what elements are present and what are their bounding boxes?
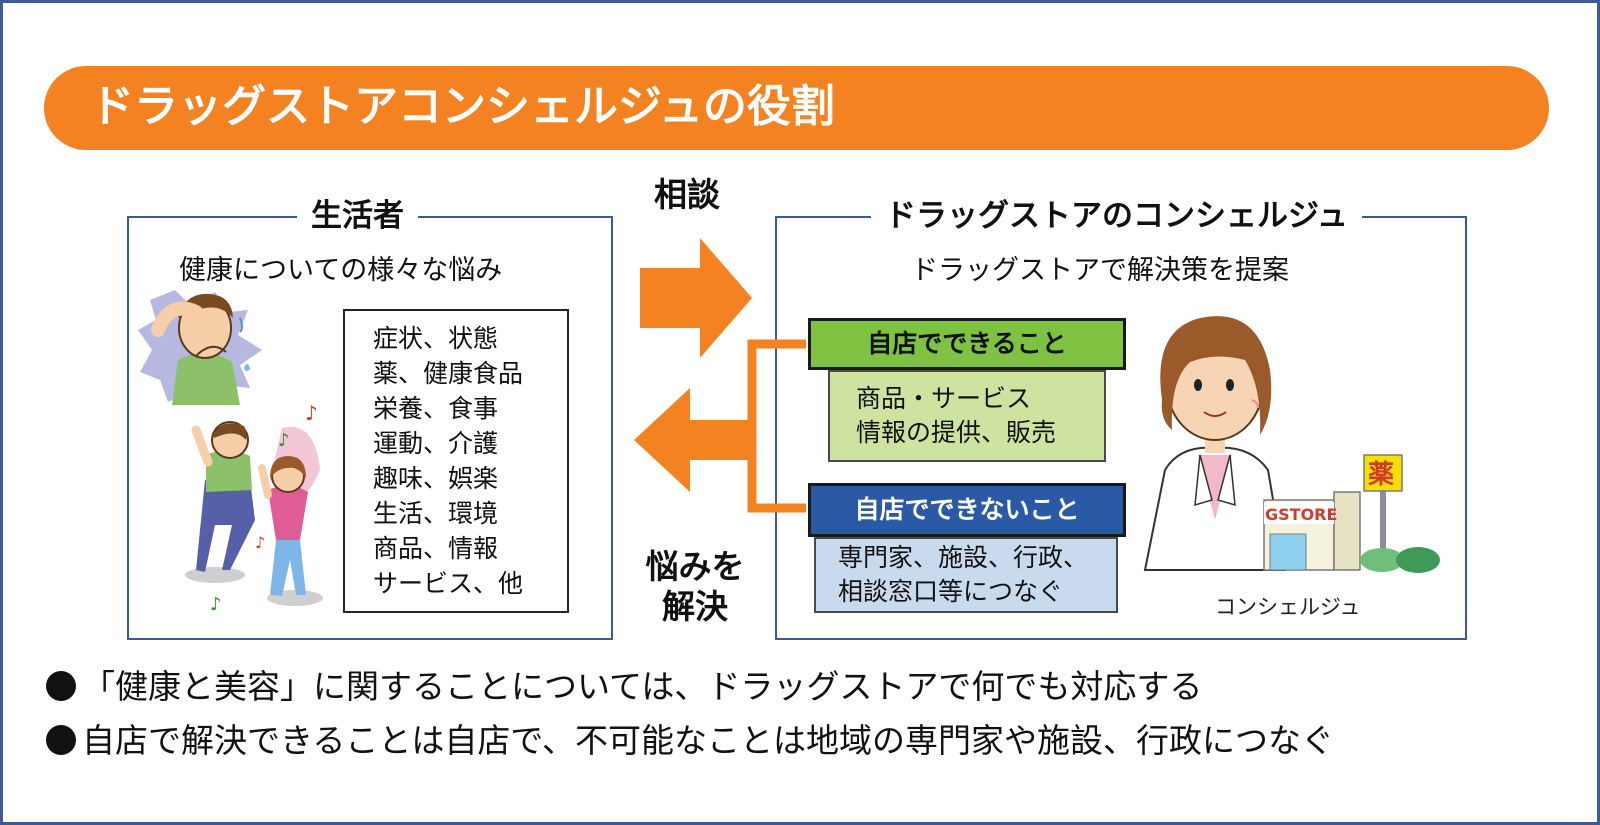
consult-arrow	[640, 238, 752, 358]
concern-item: 商品、情報	[373, 534, 499, 563]
svg-text:♪: ♪	[210, 594, 222, 615]
cannot-do-item: 専門家、施設、行政、	[838, 543, 1089, 572]
consumer-panel-subtitle: 健康についての様々な悩み	[179, 255, 503, 286]
happy-couple-illustration: ♪ ♪ ♪ ♪	[185, 401, 323, 615]
summary-bullet-text: 「健康と美容」に関することについては、ドラッグストアで何でも対応する	[82, 667, 1203, 706]
concern-item: サービス、他	[373, 569, 524, 598]
store-name-sign: GSTORE	[1265, 505, 1337, 524]
can-do-item: 情報の提供、販売	[856, 418, 1057, 447]
summary-bullet-text: 自店で解決できることは自店で、不可能なことは地域の専門家や施設、行政につなぐ	[82, 721, 1335, 760]
concierge-illustration	[1143, 316, 1287, 571]
concern-item: 栄養、食事	[373, 394, 499, 423]
cannot-do-body: 専門家、施設、行政、 相談窓口等につなぐ	[814, 537, 1118, 613]
consult-label: 相談	[654, 175, 720, 214]
summary-bullet: 自店で解決できることは自店で、不可能なことは地域の専門家や施設、行政につなぐ	[46, 714, 1334, 768]
concierge-panel-subtitle: ドラッグストアで解決策を提案	[911, 255, 1289, 286]
concerns-list: 症状、状態 薬、健康食品 栄養、食事 運動、介護 趣味、娯楽 生活、環境 商品、…	[345, 311, 567, 601]
svg-text:♪: ♪	[255, 533, 265, 552]
store-sign: 薬	[1368, 460, 1394, 490]
concierge-panel-title: ドラッグストアのコンシェルジュ	[871, 196, 1362, 236]
can-do-header: 自店でできること	[808, 318, 1126, 370]
cannot-do-header: 自店でできないこと	[808, 483, 1126, 537]
concern-item: 生活、環境	[373, 499, 499, 528]
concern-item: 運動、介護	[373, 429, 499, 458]
summary-bullet: 「健康と美容」に関することについては、ドラッグストアで何でも対応する	[46, 660, 1334, 714]
solve-arrow	[634, 388, 752, 492]
svg-text:♪: ♪	[278, 430, 290, 451]
concern-item: 趣味、娯楽	[373, 464, 499, 493]
title-banner	[44, 66, 1549, 150]
svg-text:♪: ♪	[305, 401, 318, 425]
solve-label: 悩みを解決	[645, 547, 745, 626]
worried-person-illustration	[138, 290, 262, 405]
page-title: ドラッグストアコンシェルジュの役割	[90, 81, 835, 132]
drugstore-illustration: GSTORE 薬	[1263, 454, 1440, 573]
concern-item: 薬、健康食品	[373, 359, 524, 388]
consumer-panel-title: 生活者	[297, 196, 418, 236]
bullet-dot-icon	[46, 725, 76, 755]
concerns-box: 症状、状態 薬、健康食品 栄養、食事 運動、介護 趣味、娯楽 生活、環境 商品、…	[343, 309, 569, 613]
cannot-do-item: 相談窓口等につなぐ	[838, 577, 1064, 606]
can-do-body: 商品・サービス 情報の提供、販売	[828, 370, 1106, 462]
bracket-connector	[747, 339, 806, 513]
concern-item: 症状、状態	[373, 324, 499, 353]
summary-bullets: 「健康と美容」に関することについては、ドラッグストアで何でも対応する 自店で解決…	[46, 660, 1334, 768]
concierge-caption: コンシェルジュ	[1215, 595, 1361, 619]
bullet-dot-icon	[46, 671, 76, 701]
can-do-item: 商品・サービス	[856, 384, 1032, 413]
